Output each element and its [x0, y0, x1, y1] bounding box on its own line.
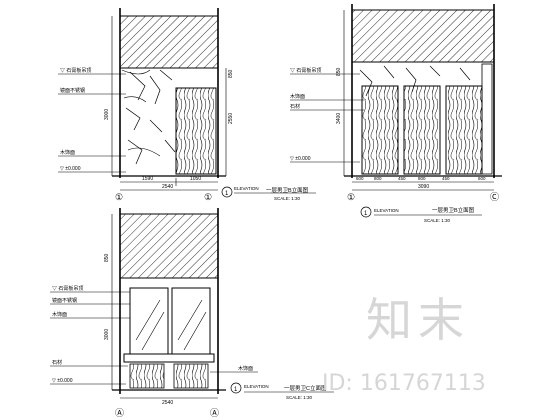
- elevation-a: [58, 8, 227, 191]
- width-segment: 600: [478, 176, 486, 181]
- callout-leaders: [50, 291, 258, 385]
- caption-tag: ELEVATION: [234, 186, 259, 191]
- caption-tag: ELEVATION: [374, 208, 399, 213]
- ceiling-void-hatch: [119, 15, 219, 69]
- callout-label: ▽ 石膏板吊顶: [60, 67, 91, 74]
- height-dimension: 3000: [104, 109, 110, 120]
- ceiling-void-hatch: [351, 9, 495, 63]
- callout-label: ▽ ±0.000: [290, 156, 311, 162]
- wall-outline: [112, 208, 226, 394]
- callout-label: 木饰面: [290, 93, 305, 100]
- watermark-logo: 知末: [366, 293, 470, 347]
- width-segment: 450: [398, 176, 406, 181]
- grid-axis-left: ①: [347, 192, 355, 202]
- drawing-title: 一层男卫B立面图: [432, 206, 475, 214]
- vanity-counter: [123, 353, 215, 389]
- dimension-lines: [111, 214, 218, 399]
- height-dimension: 850: [104, 253, 110, 262]
- total-width: 2540: [162, 184, 173, 190]
- width-segment: 800: [374, 176, 382, 181]
- width-segment: 1050: [190, 176, 201, 182]
- elevation-b: [290, 4, 502, 191]
- callout-label: ▽ 石膏板吊顶: [290, 67, 321, 74]
- elevation-number: 1: [364, 211, 368, 217]
- grid-axis-right: Ⓒ: [490, 192, 499, 202]
- elevation-number-circle: [230, 382, 242, 394]
- width-segment: 800: [418, 176, 426, 181]
- callout-label: ▽ 石膏板吊顶: [52, 285, 83, 292]
- elevation-number-circle: [221, 186, 233, 198]
- callout-label: 石材: [290, 103, 300, 110]
- callout-label: 石材: [52, 359, 62, 366]
- height-dimension: 850: [336, 67, 342, 76]
- grid-axis-right: ①: [204, 192, 212, 202]
- height-dimension: 3000: [104, 329, 110, 340]
- width-segment: 1590: [142, 176, 153, 182]
- drawing-scale: SCALE: 1:30: [274, 196, 301, 201]
- drawing-scale: SCALE: 1:30: [424, 218, 451, 223]
- width-segment: 600: [356, 176, 364, 181]
- caption-tag: ELEVATION: [244, 384, 269, 389]
- marble-cladding: [359, 65, 471, 97]
- annotations: ▽ 石膏板吊顶 镜面不锈钢 木饰面 ▽ ±0.000 3000 2550 850…: [52, 67, 499, 418]
- callout-label: 镜面不锈钢: [52, 297, 77, 304]
- grid-axis-left: Ⓐ: [115, 408, 124, 418]
- callout-label: 木饰面: [60, 149, 75, 156]
- watermark-id: ID: 161767113: [322, 371, 486, 396]
- elevation-c: [50, 208, 258, 399]
- wood-doors: [361, 63, 493, 175]
- dimension-lines: [111, 16, 227, 191]
- wood-panel: [175, 87, 217, 175]
- elevation-number: 1: [225, 191, 229, 197]
- drawing-title: 一层男卫C立面图: [284, 384, 327, 392]
- callout-leaders: [58, 73, 126, 173]
- callout-label: 镜面不锈钢: [60, 87, 85, 94]
- marble-cladding: [121, 69, 176, 165]
- elevation-number-circle: [360, 206, 372, 218]
- total-width: 2540: [162, 400, 173, 406]
- height-dimension: 3400: [336, 113, 342, 124]
- callout-label: ▽ ±0.000: [60, 166, 81, 172]
- width-segment: 450: [442, 176, 450, 181]
- height-dimension: 2550: [228, 113, 234, 124]
- callout-label: 木饰面: [238, 365, 253, 372]
- callout-label: ▽ ±0.000: [52, 378, 73, 384]
- callout-label: 木饰面: [52, 311, 67, 318]
- grid-axis-right: Ⓐ: [210, 408, 219, 418]
- watermark: 知末 ID: 161767113: [322, 293, 486, 396]
- wall-outline: [112, 8, 226, 178]
- height-dimension: 850: [228, 69, 234, 78]
- callout-leaders: [290, 73, 364, 163]
- drawing-title: 一层男卫B立面图: [266, 186, 309, 194]
- ceiling-void-hatch: [119, 213, 219, 279]
- grid-axis-left: ①: [115, 192, 123, 202]
- dimension-lines: [343, 10, 494, 191]
- drawing-scale: SCALE: 1:30: [286, 395, 313, 400]
- elevation-number: 1: [234, 387, 238, 393]
- total-width: 3090: [418, 184, 429, 190]
- wall-outline: [344, 4, 502, 178]
- mirror-panels: [129, 287, 211, 355]
